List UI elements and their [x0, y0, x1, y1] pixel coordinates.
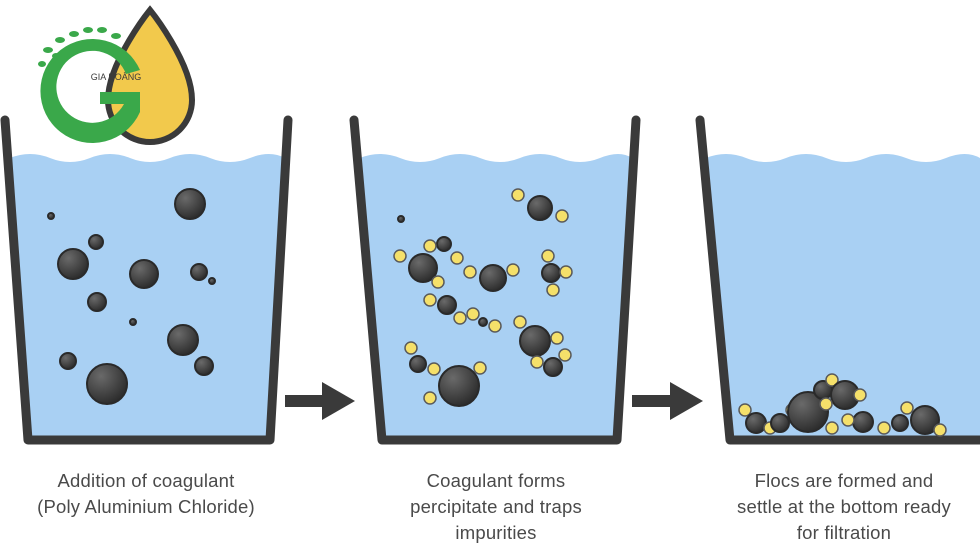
particle — [527, 195, 553, 221]
coagulant — [555, 209, 569, 223]
coagulant — [427, 362, 441, 376]
particle — [129, 259, 159, 289]
particle — [59, 352, 77, 370]
caption-line: (Poly Aluminium Chloride) — [37, 496, 255, 517]
coagulant — [473, 361, 487, 375]
arrow-2 — [632, 382, 703, 420]
cup-2-outline — [349, 115, 641, 445]
cup-1-water — [10, 154, 285, 438]
caption-line: Coagulant forms — [426, 470, 566, 491]
particle — [167, 324, 199, 356]
coagulant — [423, 293, 437, 307]
particle — [208, 277, 216, 285]
particle — [88, 234, 104, 250]
coagulant — [513, 315, 527, 329]
particle — [397, 215, 405, 223]
logo-text: GIA HOÀNG — [91, 72, 142, 82]
particle — [519, 325, 551, 357]
particle — [409, 355, 427, 373]
caption-step-3: Flocs are formed and settle at the botto… — [694, 468, 980, 546]
particle — [57, 248, 89, 280]
coagulant — [431, 275, 445, 289]
particle — [190, 263, 208, 281]
caption-line: Addition of coagulant — [57, 470, 235, 491]
cup-1-outline — [0, 115, 293, 445]
coagulant — [423, 391, 437, 405]
coagulant — [466, 307, 480, 321]
particle — [174, 188, 206, 220]
particle — [478, 317, 488, 327]
cup-3-outline — [695, 115, 980, 445]
cup-2 — [349, 115, 641, 445]
gia-hoang-logo: GIA HOÀNG — [38, 5, 196, 145]
coagulant — [877, 421, 891, 435]
cup-3-floc — [738, 373, 947, 437]
cup-1 — [0, 115, 293, 445]
particle — [852, 411, 874, 433]
particle — [47, 212, 55, 220]
particle — [86, 363, 128, 405]
particle — [87, 292, 107, 312]
coagulant — [546, 283, 560, 297]
particle — [479, 264, 507, 292]
caption-line: for filtration — [796, 522, 892, 543]
cup-2-particles — [393, 188, 573, 407]
particle — [408, 253, 438, 283]
caption-line: Flocs are formed and — [754, 470, 934, 491]
caption-line: impurities — [455, 522, 537, 543]
coagulant — [559, 265, 573, 279]
particle — [543, 357, 563, 377]
particle — [910, 405, 940, 435]
coagulant — [488, 319, 502, 333]
coagulant — [393, 249, 407, 263]
coagulant — [841, 413, 855, 427]
coagulant — [450, 251, 464, 265]
particle — [436, 236, 452, 252]
caption-step-1: Addition of coagulant (Poly Aluminium Ch… — [0, 468, 296, 520]
particle — [194, 356, 214, 376]
coagulant — [558, 348, 572, 362]
coagulant — [511, 188, 525, 202]
particle — [891, 414, 909, 432]
coagulant — [423, 239, 437, 253]
coagulant — [453, 311, 467, 325]
coagulant — [541, 249, 555, 263]
arrow-1 — [285, 382, 355, 420]
particle — [438, 365, 480, 407]
g-letter-icon — [40, 39, 140, 143]
caption-line: settle at the bottom ready — [737, 496, 951, 517]
caption-line: percipitate and traps — [410, 496, 582, 517]
cup-2-water — [360, 154, 632, 438]
coagulant — [933, 423, 947, 437]
coagulant — [738, 403, 752, 417]
particle — [437, 295, 457, 315]
coagulant — [463, 265, 477, 279]
coagulant — [506, 263, 520, 277]
cup-3 — [695, 115, 980, 445]
leaf-dots-icon — [38, 27, 121, 67]
coagulant — [825, 421, 839, 435]
caption-step-2: Coagulant forms percipitate and traps im… — [346, 468, 646, 546]
cup-3-water — [706, 154, 980, 438]
coagulant — [825, 373, 839, 387]
coagulant — [404, 341, 418, 355]
coagulant — [530, 355, 544, 369]
particle — [541, 263, 561, 283]
coagulant — [853, 388, 867, 402]
particle — [129, 318, 137, 326]
particle — [745, 412, 767, 434]
coagulant — [900, 401, 914, 415]
coagulant — [819, 397, 833, 411]
coagulant — [550, 331, 564, 345]
particle — [770, 413, 790, 433]
cup-1-particles — [47, 188, 216, 405]
particle — [787, 391, 829, 433]
